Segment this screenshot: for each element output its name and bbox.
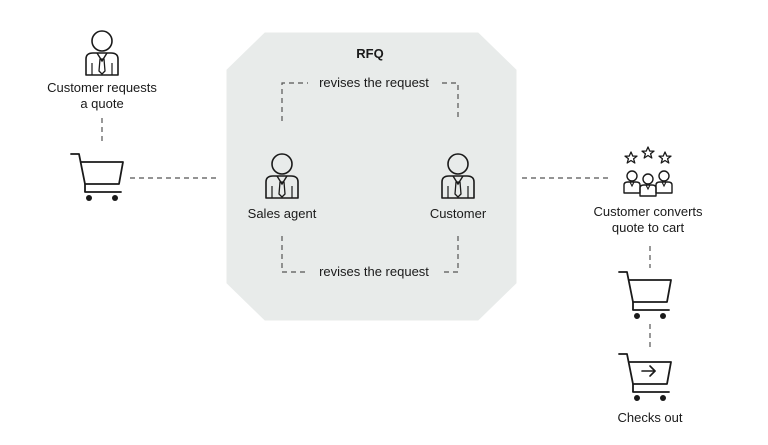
customer-person-icon	[85, 30, 119, 76]
checkout-cart-icon	[618, 353, 672, 402]
bottom-revise-label: revises the request	[308, 264, 440, 280]
star-icon	[658, 151, 672, 164]
left-label-line2: a quote	[80, 96, 124, 111]
convert-label-line1: Customer converts	[593, 204, 703, 219]
cart-icon	[70, 153, 124, 202]
checkout-label: Checks out	[617, 410, 683, 425]
cart-icon	[618, 271, 672, 320]
top-revise-label: revises the request	[308, 75, 440, 91]
left-label-line1: Customer requests	[47, 80, 157, 95]
bottom-revise-connector	[281, 236, 459, 273]
customer-label: Customer	[429, 206, 487, 221]
rfq-panel	[226, 32, 517, 321]
convert-label-line2: quote to cart	[611, 220, 685, 235]
arrow-right-icon	[641, 365, 656, 377]
star-icon	[641, 146, 655, 159]
star-icon	[624, 151, 638, 164]
group-icon	[623, 170, 673, 197]
sales-agent-label: Sales agent	[247, 206, 317, 221]
rfq-title: RFQ	[356, 46, 384, 61]
